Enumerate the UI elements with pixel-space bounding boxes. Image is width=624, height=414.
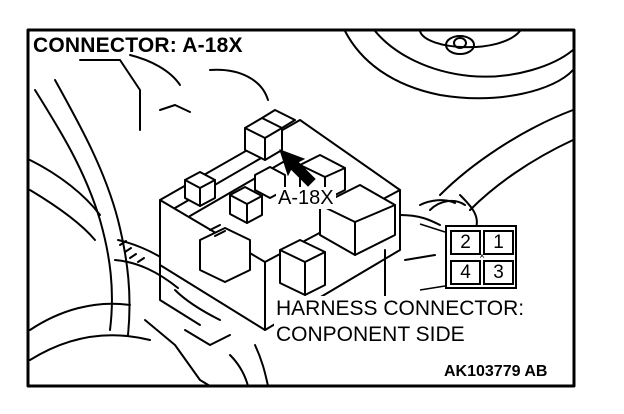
harness-connector-caption: HARNESS CONNECTOR: CONPONENT SIDE [274,296,529,348]
connector-pin-diagram: 2 1 4 3 × [445,225,517,289]
figure-code: AK103779 AB [444,363,548,380]
caption-line-1: HARNESS CONNECTOR: [276,297,525,320]
pin-1: 1 [483,230,514,255]
connector-title: CONNECTOR: A-18X [33,34,243,57]
hose [34,89,113,331]
pin-4: 4 [450,260,481,285]
pointer-arrow [279,149,316,187]
pin-3: 3 [483,260,514,285]
pin-2: 2 [450,230,481,255]
strut-tower [344,30,574,100]
relay [244,117,283,161]
figure-frame [26,28,576,388]
connector-callout-label: A-18X [276,187,336,209]
caption-line-2: CONPONENT SIDE [276,323,465,346]
pin-center-mark: × [479,251,485,262]
